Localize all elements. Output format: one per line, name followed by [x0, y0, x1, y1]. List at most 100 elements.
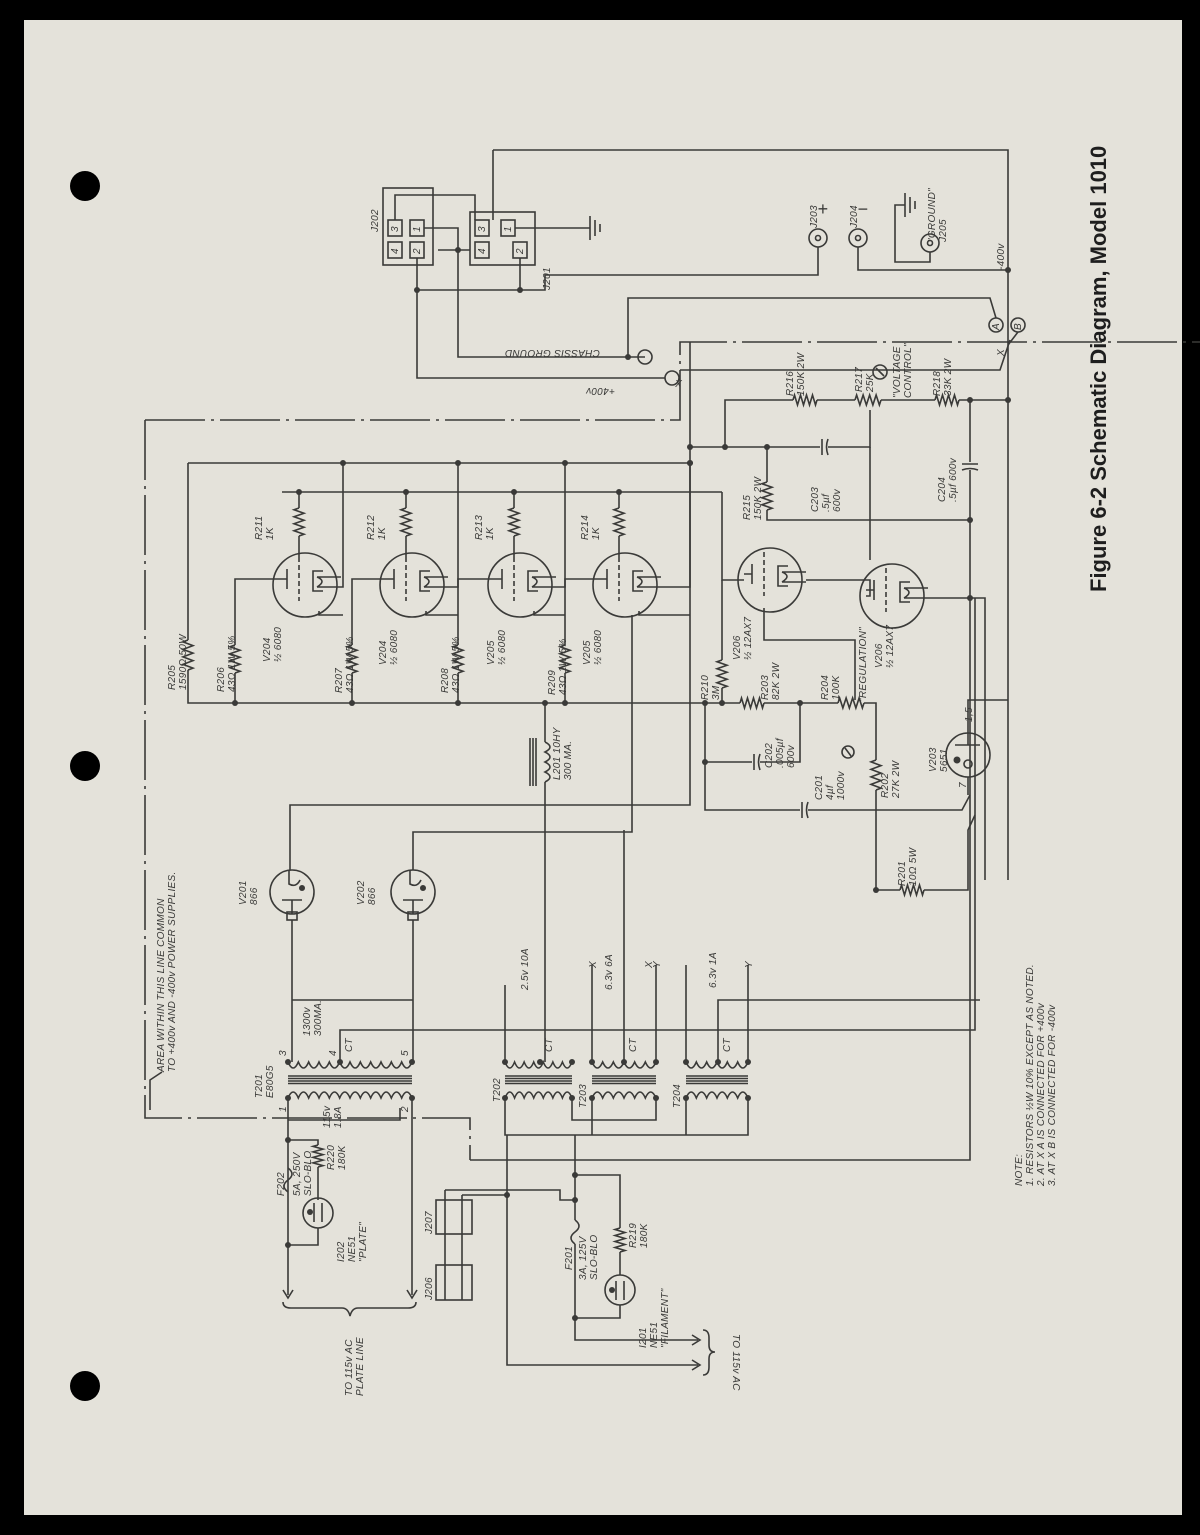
- fuse-symbol: [283, 1167, 293, 1193]
- label-line: "GROUND": [927, 188, 938, 242]
- wire: [457, 578, 494, 645]
- label-line: X: [588, 961, 599, 969]
- label-line: 3: [278, 1050, 289, 1056]
- resistor-symbol: [792, 392, 818, 408]
- label-line: "PLATE": [358, 1222, 369, 1262]
- label-line: CT: [628, 1037, 639, 1052]
- label-pin-j202-2: 2: [412, 248, 423, 255]
- junction-dot: [285, 1242, 291, 1248]
- resistor-symbol: [344, 644, 360, 674]
- paper-sheet: [24, 20, 1182, 1515]
- label-t201: T201E80G5: [254, 1065, 276, 1098]
- label-j202: J202: [370, 209, 381, 233]
- junction-dot: [797, 700, 803, 706]
- wire: [416, 247, 819, 291]
- label-line: 5A, 250V: [292, 1151, 303, 1196]
- label-line: J206: [424, 1277, 435, 1301]
- label-pin-j201-2: 2: [515, 248, 526, 255]
- label-v201: V201866: [238, 880, 260, 905]
- junction-dot: [702, 759, 708, 765]
- junction-dot: [403, 489, 409, 495]
- label-r219: R219180K: [628, 1222, 650, 1248]
- resistor-symbol: [611, 507, 627, 537]
- connector-j207: [435, 1199, 473, 1235]
- label-j203: J203: [809, 205, 820, 229]
- label-t203: T203: [578, 1084, 589, 1108]
- leader-arrow: [149, 1071, 163, 1110]
- label-v206b: V206½ 12AX7: [874, 625, 896, 668]
- wire: [504, 1098, 749, 1136]
- label-pin-j201-1: 1: [503, 226, 514, 232]
- label-y2: Y: [744, 960, 755, 968]
- label-j206: J206: [424, 1277, 435, 1301]
- label-r204: R204100K: [820, 674, 842, 700]
- label-pin-j201-4: 4: [477, 248, 488, 254]
- jack-center: [926, 239, 934, 247]
- label-line: J205: [938, 219, 949, 243]
- label-line: 150K 2W: [796, 352, 807, 396]
- vacuum-tube-envelope: [859, 563, 925, 629]
- wire: [424, 227, 645, 358]
- label-line: AREA WITHIN THIS LINE COMMON: [156, 898, 167, 1073]
- vacuum-tube-envelope: [379, 552, 445, 618]
- label-line: 600v: [786, 744, 797, 768]
- resistor-symbol: [934, 392, 960, 408]
- label-line: 100K: [831, 674, 842, 700]
- tube-plate: [494, 569, 503, 589]
- label-line: R204: [820, 675, 831, 700]
- transformer-winding: [287, 1091, 413, 1101]
- junction-dot: [285, 1095, 291, 1101]
- wire: [924, 814, 976, 891]
- label-r201: R20110Ω 5W: [897, 846, 919, 886]
- components: [149, 187, 1026, 1376]
- vacuum-tube-envelope: [272, 552, 338, 618]
- wire: [575, 1305, 621, 1319]
- junction-dot: [687, 460, 693, 466]
- label-line: C201: [814, 775, 825, 800]
- choke-core: [529, 738, 537, 786]
- label-line: ½ 6080: [273, 627, 284, 662]
- label-line: V205: [582, 640, 593, 665]
- label-line: 43Ω 1W 5%: [558, 639, 569, 695]
- junction-dot: [409, 1059, 415, 1065]
- junction-dot: [517, 287, 523, 293]
- label-line: F201: [564, 1246, 575, 1270]
- label-line: 25K: [865, 372, 876, 393]
- label-line: CHASSIS GROUND: [505, 347, 600, 358]
- transformer-winding: [685, 1091, 749, 1101]
- label-line: V204: [378, 640, 389, 665]
- label-v205a: V205½ 6080: [486, 630, 508, 665]
- label-line: V203: [928, 747, 939, 772]
- label-line: R211: [254, 516, 265, 540]
- label-line: TO +400v AND -400v POWER SUPPLIES.: [167, 871, 178, 1072]
- label-ct1: CT: [344, 1037, 355, 1052]
- junction-dot: [502, 1095, 508, 1101]
- label-r205: R2051590Ω 50W: [167, 633, 189, 690]
- label-line: 2: [515, 248, 526, 255]
- transformer-winding: [591, 1091, 657, 1100]
- neon-electrodes: [615, 1281, 625, 1300]
- label-line: E80G5: [265, 1065, 276, 1098]
- junction-dot: [511, 489, 517, 495]
- label-r216: R216150K 2W: [785, 352, 807, 396]
- label-t201-pin4: 4: [328, 1050, 339, 1056]
- label-line: J204: [849, 205, 860, 229]
- tube-cap: [407, 911, 419, 921]
- junction-dot: [719, 700, 725, 706]
- label-line: 82K 2W: [771, 661, 782, 700]
- label-line: R215: [742, 495, 753, 520]
- junction-dot: [572, 1315, 578, 1321]
- junction-dot: [409, 1095, 415, 1101]
- binder-hole: [70, 171, 100, 201]
- tube-cathode-heater: [632, 570, 661, 592]
- label-line: 300 MA.: [563, 741, 574, 780]
- label-ac-in: TO 115v AC: [730, 1334, 741, 1391]
- label-line: 4µf: [825, 784, 836, 800]
- label-y1: Y: [652, 960, 663, 968]
- junction-dot: [702, 700, 708, 706]
- wire: [763, 608, 856, 700]
- label-c202: C202.005µf600v: [764, 737, 797, 768]
- label-v203: V2035651: [928, 747, 950, 772]
